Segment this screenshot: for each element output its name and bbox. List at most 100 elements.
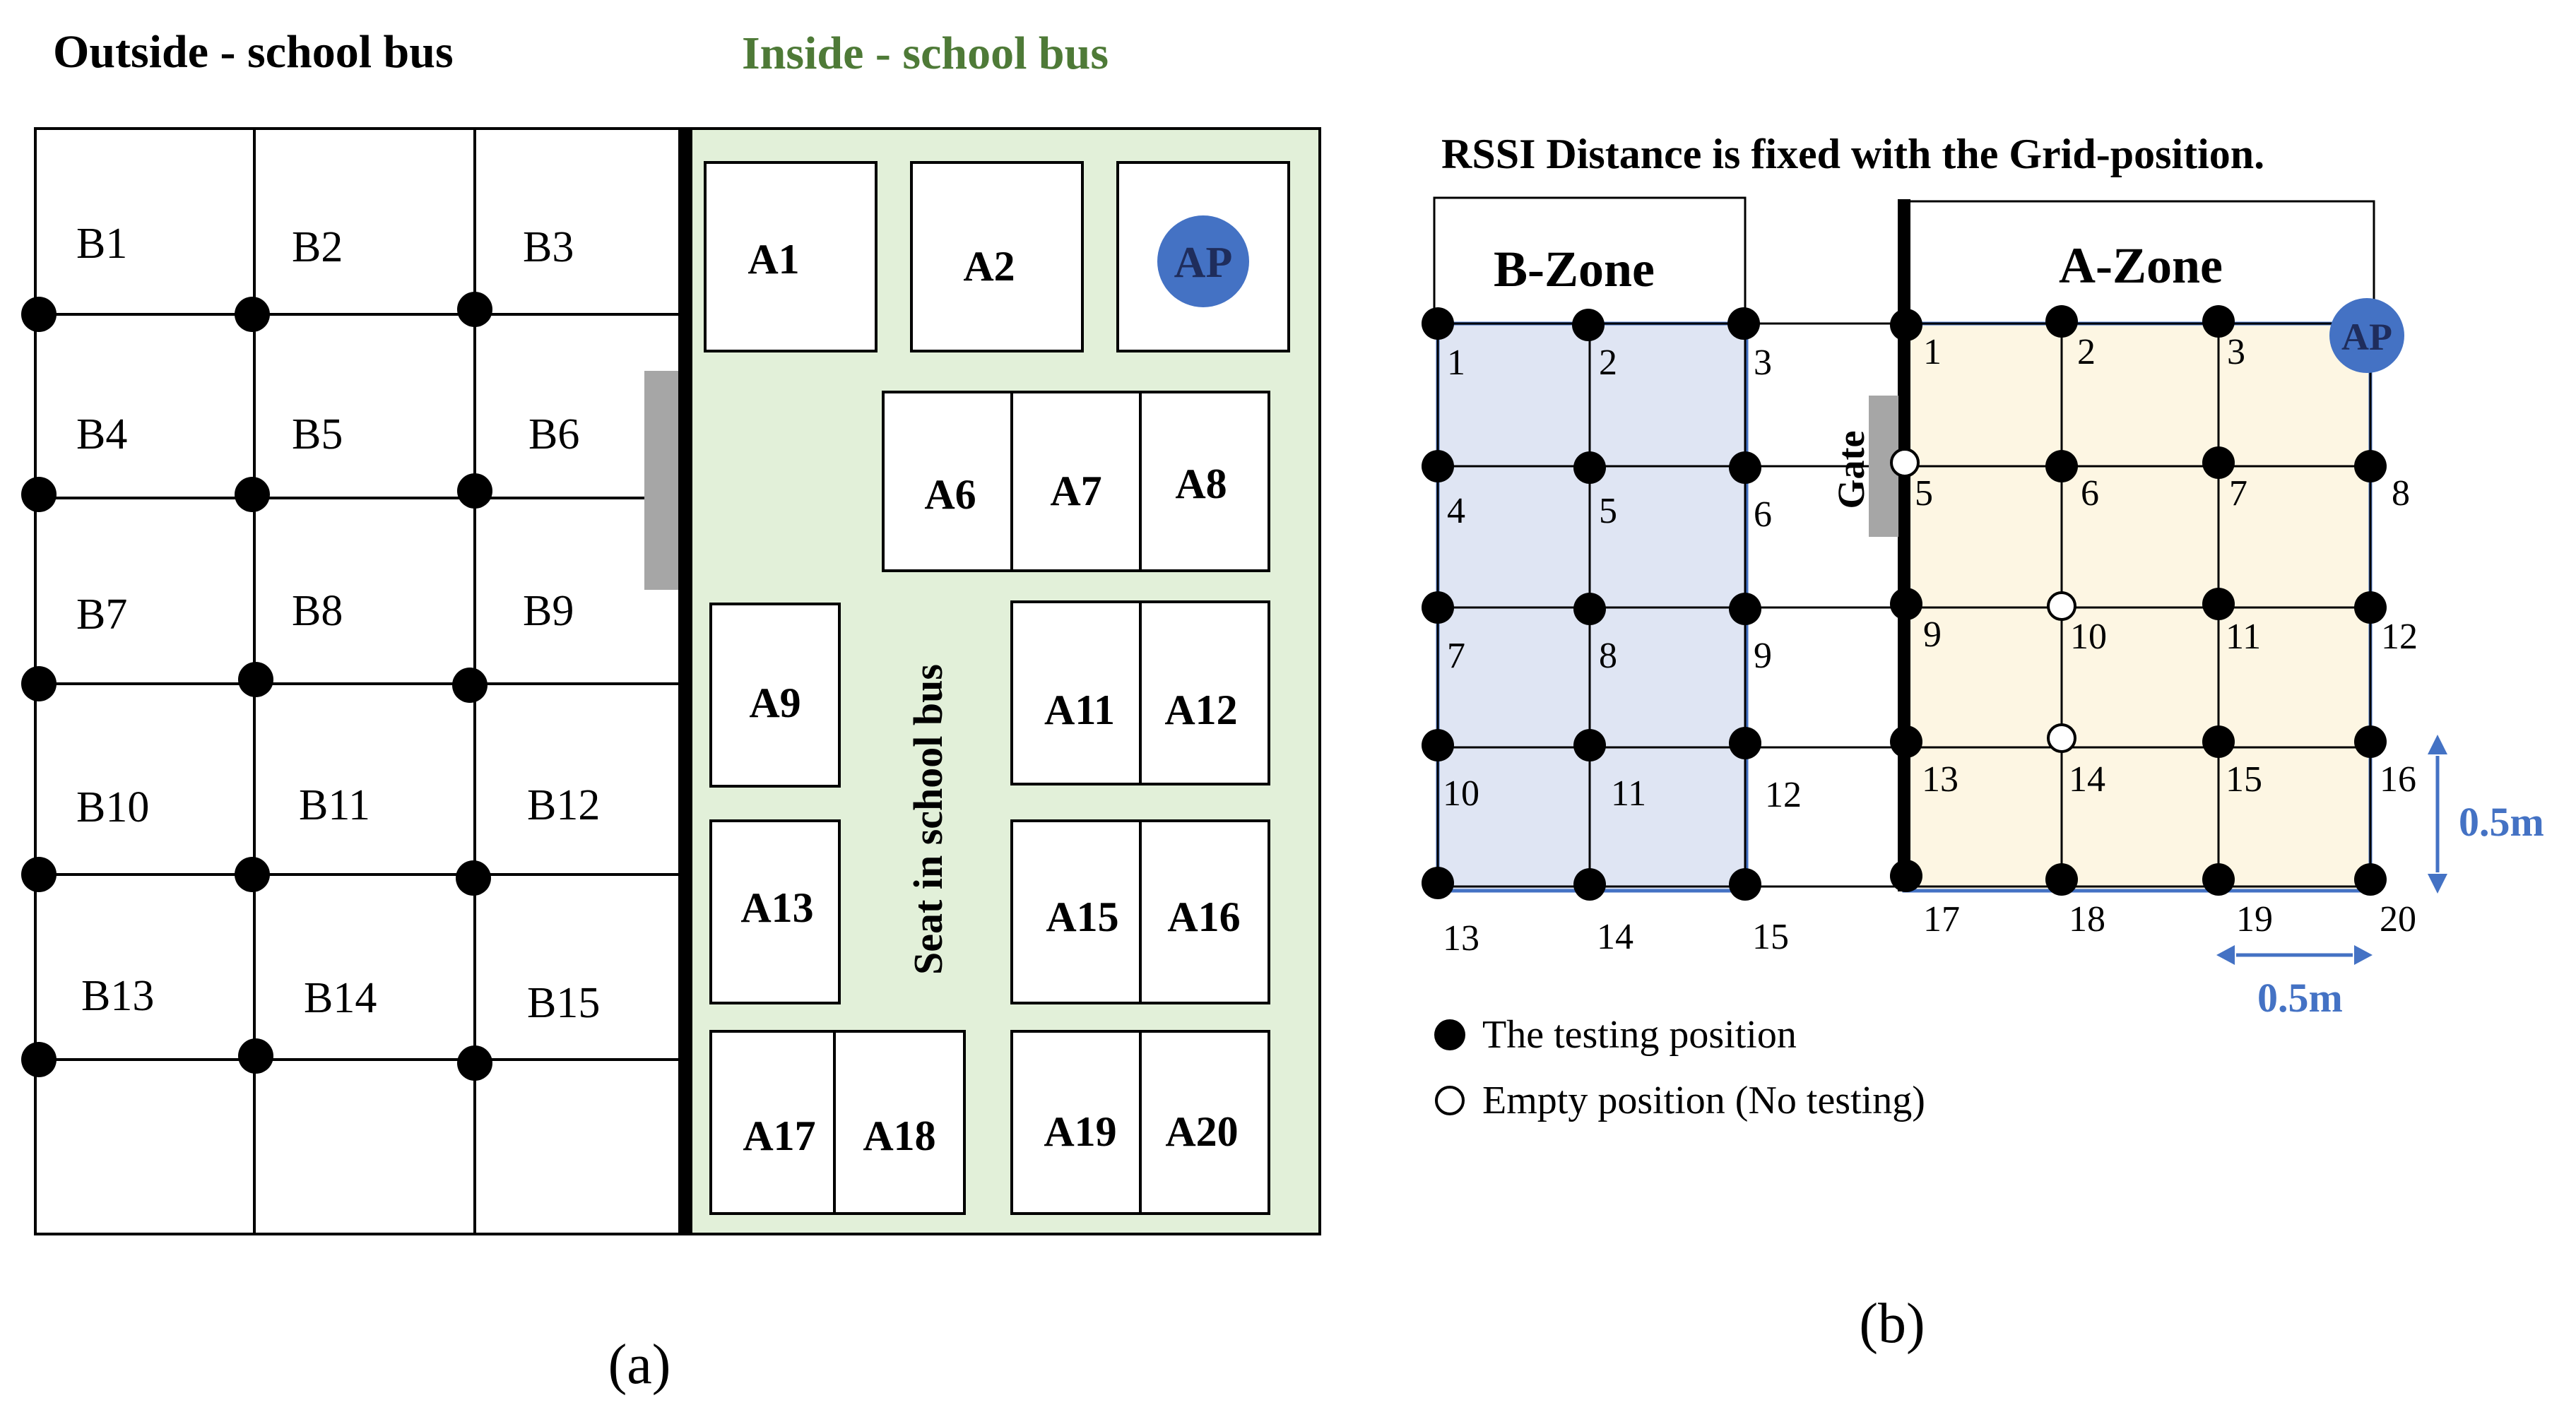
vertical-dimension-label: 0.5m <box>2459 799 2544 845</box>
inside-title: Inside - school bus <box>742 28 1109 79</box>
seat-a19 <box>1010 1030 1142 1215</box>
seat-a17 <box>709 1030 836 1215</box>
legend-empty-marker <box>1435 1086 1465 1115</box>
empty-point <box>2047 591 2076 621</box>
a-zone-label: A-Zone <box>2059 237 2223 294</box>
b-point-label: 14 <box>1597 917 1633 957</box>
a-point <box>2202 305 2235 338</box>
b-point <box>1422 307 1454 340</box>
seat-label-a6: A6 <box>924 471 976 518</box>
seat-a15 <box>1010 819 1142 1004</box>
a-zone-points <box>1890 305 2387 896</box>
a-point-label: 6 <box>2081 473 2099 514</box>
b-point-label: 11 <box>1611 773 1646 814</box>
a-zone-bracket <box>1904 200 2375 325</box>
caption-a: (a) <box>608 1334 671 1396</box>
a-point <box>2045 863 2078 896</box>
outside-point <box>457 292 492 327</box>
outside-title: Outside - school bus <box>53 26 454 78</box>
cell-b11: B11 <box>299 781 370 829</box>
seat-a13 <box>709 819 841 1004</box>
a-point <box>2045 305 2078 338</box>
a-point <box>2354 450 2387 482</box>
seats <box>704 161 1290 1215</box>
seat-label-a18: A18 <box>863 1113 935 1159</box>
seat-labels: A1 A2 A6 A7 A8 A9 A11 A12 A13 A15 A16 A1… <box>740 236 1240 1159</box>
outside-point <box>21 477 57 512</box>
seat-a2 <box>910 161 1084 352</box>
b-point-label: 5 <box>1599 491 1617 531</box>
cell-b5: B5 <box>292 410 343 458</box>
b-point <box>1572 309 1605 341</box>
seat-label-a8: A8 <box>1175 461 1227 507</box>
b-zone-points <box>1422 307 1761 901</box>
cell-b14: B14 <box>304 974 377 1022</box>
seat-label-a19: A19 <box>1044 1108 1116 1155</box>
empty-point <box>2047 723 2076 753</box>
seat-label-a16: A16 <box>1167 894 1240 940</box>
a-point-label: 1 <box>1923 332 1942 372</box>
a-point-label: 11 <box>2226 617 2261 657</box>
horizontal-dimension-label: 0.5m <box>2257 975 2343 1021</box>
legend-testing-marker <box>1434 1019 1465 1050</box>
cell-b3: B3 <box>523 223 574 271</box>
seat-a6 <box>882 391 1013 572</box>
a-point-labels: 1 2 3 5 6 7 8 9 10 11 12 13 14 15 16 17 … <box>1915 332 2418 939</box>
cell-b2: B2 <box>292 223 343 271</box>
b-point-label: 9 <box>1754 636 1772 676</box>
b-zone-bracket <box>1433 196 1747 325</box>
ap-icon <box>1157 215 1249 307</box>
outside-point <box>238 1038 273 1074</box>
b-point <box>1729 451 1761 484</box>
b-point <box>1422 450 1454 482</box>
a-point-label: 10 <box>2070 617 2107 657</box>
seat-a18 <box>833 1030 966 1215</box>
a-point-label: 16 <box>2380 759 2416 800</box>
seat-label-a11: A11 <box>1044 687 1115 733</box>
legend-testing-label: The testing position <box>1482 1013 1797 1057</box>
b-zone-label: B-Zone <box>1494 241 1655 297</box>
a-point <box>2202 725 2235 758</box>
a-point-label: 9 <box>1923 615 1942 655</box>
cell-b6: B6 <box>528 410 579 458</box>
a-point-label: 12 <box>2381 617 2418 657</box>
a-point <box>1890 309 1922 341</box>
b-point-label: 8 <box>1599 636 1617 676</box>
a-point <box>2202 446 2235 479</box>
outside-point <box>457 1045 492 1081</box>
cell-b10: B10 <box>76 783 149 831</box>
b-point <box>1729 593 1761 625</box>
a-point <box>1890 725 1922 758</box>
outside-cell-labels: B1 B2 B3 B4 B5 B6 B7 B8 B9 B10 B11 B12 B… <box>76 220 600 1027</box>
b-point-label: 2 <box>1599 343 1617 383</box>
outside-test-points <box>21 292 492 1081</box>
ap-label-b: AP <box>2341 316 2392 358</box>
seat-label-a9: A9 <box>749 680 800 726</box>
outside-point <box>235 477 270 512</box>
seat-vertical-label: Seat in school bus <box>905 664 951 975</box>
b-point-label: 10 <box>1443 773 1479 814</box>
seat-label-a2: A2 <box>963 243 1015 290</box>
a-point <box>1890 860 1922 892</box>
seat-a16 <box>1139 819 1270 1004</box>
panel-a: Outside - school bus Inside - school bus… <box>21 26 1321 1396</box>
a-point-label: 13 <box>1922 759 1958 800</box>
a-point-label: 15 <box>2226 759 2262 800</box>
b-point <box>1729 727 1761 759</box>
cell-b1: B1 <box>76 220 127 268</box>
ap-label-a: AP <box>1174 239 1233 287</box>
b-point-label: 1 <box>1447 343 1465 383</box>
horizontal-dimension-arrow <box>2216 945 2373 965</box>
a-point-label: 19 <box>2236 899 2273 939</box>
outside-point <box>456 860 491 896</box>
seat-label-a13: A13 <box>740 884 813 931</box>
cell-b15: B15 <box>527 979 600 1027</box>
a-point <box>2354 725 2387 758</box>
vertical-dimension-arrow <box>2428 735 2447 894</box>
bus-wall <box>678 129 692 1234</box>
outside-point <box>457 473 492 509</box>
a-point-label: 8 <box>2392 473 2410 514</box>
a-point <box>2202 863 2235 896</box>
a-point <box>2354 863 2387 896</box>
